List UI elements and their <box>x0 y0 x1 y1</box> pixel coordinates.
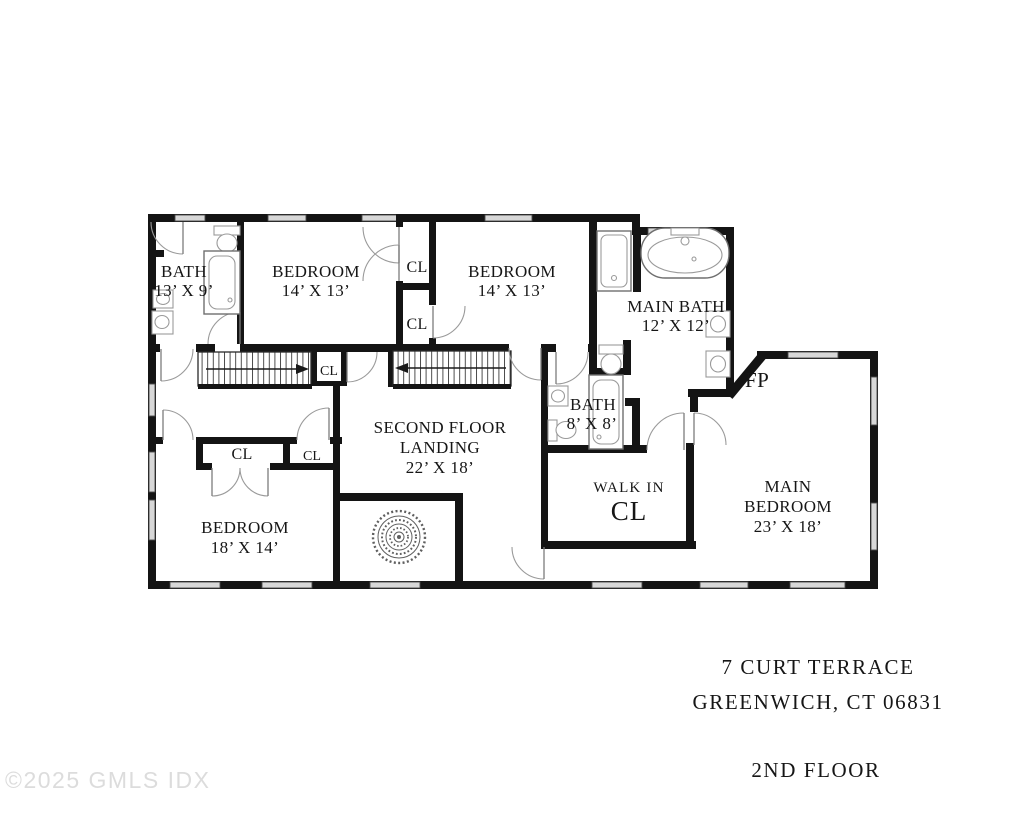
bedroom2-label: BEDROOM <box>468 262 556 281</box>
closet-label: CL <box>406 316 427 333</box>
bedroom1-label: BEDROOM <box>272 262 360 281</box>
floor-label: 2ND FLOOR <box>751 758 880 782</box>
address-line2: GREENWICH, CT 06831 <box>692 690 943 714</box>
landing-dims: 22’ X 18’ <box>406 458 474 477</box>
stair-arrow-right <box>296 364 309 374</box>
main-bedroom-label-line1: MAIN <box>765 477 812 496</box>
door-arc <box>207 311 241 345</box>
bedroom3-label: BEDROOM <box>201 518 289 537</box>
bath1-label: BATH <box>161 262 207 281</box>
toilet-icon <box>598 344 624 355</box>
staircase-left <box>197 351 312 389</box>
footer-text: 7 CURT TERRACE GREENWICH, CT 06831 2ND F… <box>692 655 943 782</box>
door-arc <box>162 409 194 441</box>
window <box>591 581 643 589</box>
window <box>169 581 221 589</box>
window <box>484 214 533 222</box>
closet-double-door-arc <box>239 467 269 497</box>
hall-bath-label: BATH <box>570 395 616 414</box>
window <box>361 214 399 222</box>
closet-label: CL <box>231 446 252 463</box>
main-bedroom-label-line2: BEDROOM <box>744 497 832 516</box>
window <box>870 502 878 551</box>
window <box>148 383 156 417</box>
closet-label: CL <box>320 364 338 379</box>
walk-in-closet-label-line2: CL <box>611 496 648 526</box>
main-bath-fixtures <box>596 227 731 378</box>
main-bedroom-dims: 23’ X 18’ <box>754 517 822 536</box>
stair-arrow-left <box>395 363 408 373</box>
room-labels: BATH 13’ X 9’ BEDROOM 14’ X 13’ BEDROOM … <box>154 259 832 557</box>
bedroom2-dims: 14’ X 13’ <box>478 281 546 300</box>
window <box>369 581 421 589</box>
main-bath-dims: 12’ X 12’ <box>642 316 710 335</box>
ceiling-medallion-icon <box>371 509 427 565</box>
door-arc <box>511 546 545 580</box>
window <box>787 351 839 359</box>
walk-in-door-arc <box>646 412 685 451</box>
door-arc <box>150 221 184 255</box>
closet-double-door-arc <box>211 467 241 497</box>
window <box>789 581 846 589</box>
bath1-fixtures <box>151 225 241 335</box>
bath1-dims: 13’ X 9’ <box>154 281 214 300</box>
closet-door-arc <box>362 244 400 282</box>
door-arc <box>346 351 378 383</box>
walk-in-closet-label-line1: WALK IN <box>593 480 664 496</box>
fireplace-diagonal-wall <box>725 352 767 399</box>
address-line1: 7 CURT TERRACE <box>721 655 914 679</box>
window <box>267 214 307 222</box>
closet-door-arc <box>432 305 466 339</box>
closet-door-arc <box>362 226 400 264</box>
hall-bath-dims: 8’ X 8’ <box>567 414 618 433</box>
closet-label: CL <box>303 449 321 464</box>
landing-label-line1: SECOND FLOOR <box>374 418 507 437</box>
hall-bath-fixtures <box>547 374 624 450</box>
window <box>261 581 313 589</box>
main-bedroom-door-arc <box>693 412 727 446</box>
closet-label: CL <box>406 259 427 276</box>
bedroom3-dims: 18’ X 14’ <box>211 538 279 557</box>
door-arc <box>508 347 542 381</box>
window <box>174 214 206 222</box>
door-arc <box>296 407 330 441</box>
tub-faucet-icon <box>670 227 700 236</box>
main-bath-label: MAIN BATH <box>627 297 725 316</box>
bath-door-arc <box>555 351 589 385</box>
bedroom1-dims: 14’ X 13’ <box>282 281 350 300</box>
fireplace-label: FP <box>745 368 769 392</box>
door-arc <box>160 348 194 382</box>
window <box>148 499 156 541</box>
landing-label-line2: LANDING <box>400 438 480 457</box>
doors <box>150 221 727 580</box>
staircase-right <box>392 350 512 389</box>
watermark: ©2025 GMLS IDX <box>5 767 210 793</box>
window <box>699 581 749 589</box>
window <box>148 451 156 493</box>
window <box>870 376 878 426</box>
